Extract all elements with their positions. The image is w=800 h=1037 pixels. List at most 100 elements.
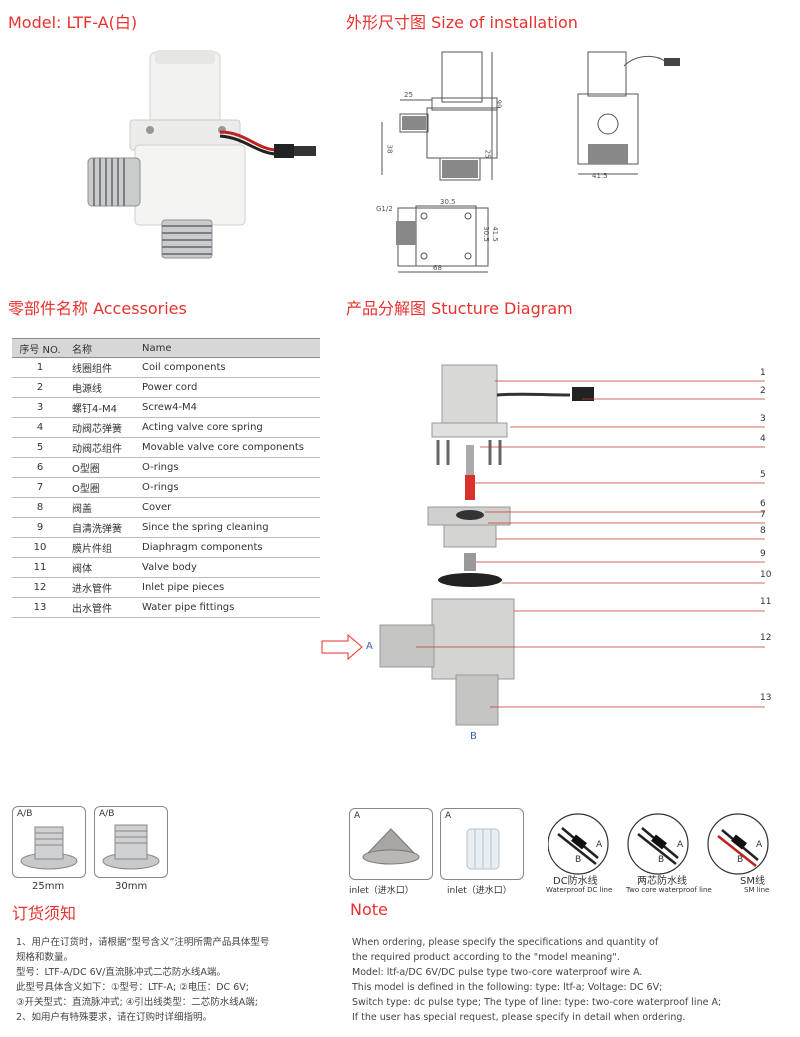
dim-30-5: 30.5 xyxy=(440,198,456,206)
filter-plastic-tag: A xyxy=(445,811,452,821)
wire3-letter-b: B xyxy=(737,855,744,865)
cell-name-en: O-rings xyxy=(138,477,320,498)
structure-label-12: 12 xyxy=(760,633,772,643)
structure-label-13: 13 xyxy=(760,693,772,703)
note-body: When ordering, please specify the specif… xyxy=(352,935,721,1025)
cell-name-cn: O型圈 xyxy=(68,477,138,498)
wire-types-image xyxy=(548,813,769,875)
cell-no: 4 xyxy=(12,417,68,438)
cell-name-en: Screw4-M4 xyxy=(138,397,320,418)
order-notes-body: 1、用户在订货时，请根据“型号含义”注明所需产品具体型号规格和数量。 型号：LT… xyxy=(16,935,269,1025)
cell-no: 3 xyxy=(12,397,68,418)
note-line: If the user has special request, please … xyxy=(352,1012,686,1023)
dim-38: 38 xyxy=(385,144,394,154)
wire1-cn: DC防水线 xyxy=(553,876,598,887)
wire1-letter-b: B xyxy=(575,855,582,865)
filter-mesh-label: inlet（进水口） xyxy=(349,886,414,896)
fitting-25-tag: A/B xyxy=(17,809,33,819)
structure-label-4: 4 xyxy=(760,434,766,444)
table-header-row: 序号 NO. 名称 Name xyxy=(12,338,320,358)
note-line: Switch type: dc pulse type; The type of … xyxy=(352,997,722,1008)
dim-68: 68 xyxy=(433,264,442,272)
cell-name-cn: 线圈组件 xyxy=(68,357,138,378)
cell-name-en: Diaphragm components xyxy=(138,537,320,558)
cell-name-cn: 出水管件 xyxy=(68,597,138,618)
note-line: ③开关型式：直流脉冲式; ④引出线类型：二芯防水线A端; xyxy=(16,997,258,1008)
wire3-cn: SM线 xyxy=(740,876,765,887)
note-line: 2、如用户有特殊要求，请在订购时详细指明。 xyxy=(16,1012,213,1023)
filter-mesh-box: A xyxy=(349,808,433,880)
note-line: When ordering, please specify the specif… xyxy=(352,937,659,948)
structure-label-9: 9 xyxy=(760,549,766,559)
structure-label-2: 2 xyxy=(760,386,766,396)
dim-25b: 25 xyxy=(483,149,492,159)
cell-name-en: Inlet pipe pieces xyxy=(138,577,320,598)
cell-no: 2 xyxy=(12,377,68,398)
fitting-30-image xyxy=(102,824,160,870)
size-top-drawing xyxy=(396,205,489,273)
cell-name-cn: O型圈 xyxy=(68,457,138,478)
fitting-30-size: 30mm xyxy=(115,881,148,892)
dim-g12: G1/2 xyxy=(376,205,393,213)
structure-label-6: 6 xyxy=(760,499,766,509)
structure-label-7: 7 xyxy=(760,510,766,520)
cell-name-cn: 进水管件 xyxy=(68,577,138,598)
structure-diagram xyxy=(321,364,765,726)
inlet-letter: A xyxy=(366,641,373,652)
note-line: This model is defined in the following: … xyxy=(352,982,663,993)
cell-no: 8 xyxy=(12,497,68,518)
size-title: 外形尺寸图 Size of installation xyxy=(346,13,578,32)
cell-name-en: Valve body xyxy=(138,557,320,578)
wire3-letter-a: A xyxy=(756,840,763,850)
model-title: Model: LTF-A(白) xyxy=(8,13,138,32)
cell-name-en: Coil components xyxy=(138,357,320,378)
note-line: 规格和数量。 xyxy=(16,952,74,963)
cell-name-en: Power cord xyxy=(138,377,320,398)
header-name-en: Name xyxy=(138,338,320,358)
cell-no: 1 xyxy=(12,357,68,378)
filter-mesh-image xyxy=(362,828,420,865)
note-line: the required product according to the "m… xyxy=(352,952,620,963)
filter-plastic-image xyxy=(466,828,500,870)
note-title: Note xyxy=(350,900,388,919)
dim-41-5: 41.5 xyxy=(592,172,608,180)
cell-name-en: Cover xyxy=(138,497,320,518)
size-front-drawing xyxy=(381,51,498,181)
structure-label-10: 10 xyxy=(760,570,772,580)
structure-label-8: 8 xyxy=(760,526,766,536)
filter-plastic-box: A xyxy=(440,808,524,880)
wire1-letter-a: A xyxy=(596,840,603,850)
cell-no: 6 xyxy=(12,457,68,478)
dim-25: 25 xyxy=(404,91,413,99)
fitting-25-size: 25mm xyxy=(32,881,65,892)
fitting-30-box: A/B xyxy=(94,806,168,878)
wire2-letter-b: B xyxy=(658,855,665,865)
fitting-25-image xyxy=(20,826,78,870)
structure-label-11: 11 xyxy=(760,597,772,607)
wire3-en: SM line xyxy=(744,886,770,894)
filter-plastic-label: inlet（进水口） xyxy=(447,886,512,896)
outlet-letter: B xyxy=(470,731,477,742)
cell-name-en: Since the spring cleaning xyxy=(138,517,320,538)
cell-name-cn: 膜片件组 xyxy=(68,537,138,558)
cell-name-en: O-rings xyxy=(138,457,320,478)
note-line: 此型号具体含义如下：①型号：LTF-A; ②电压：DC 6V; xyxy=(16,982,249,993)
order-notes-title: 订货须知 xyxy=(12,904,77,923)
cell-name-cn: 自清洗弹簧 xyxy=(68,517,138,538)
cell-name-cn: 螺钉4-M4 xyxy=(68,397,138,418)
cell-no: 11 xyxy=(12,557,68,578)
product-photo xyxy=(87,50,316,259)
